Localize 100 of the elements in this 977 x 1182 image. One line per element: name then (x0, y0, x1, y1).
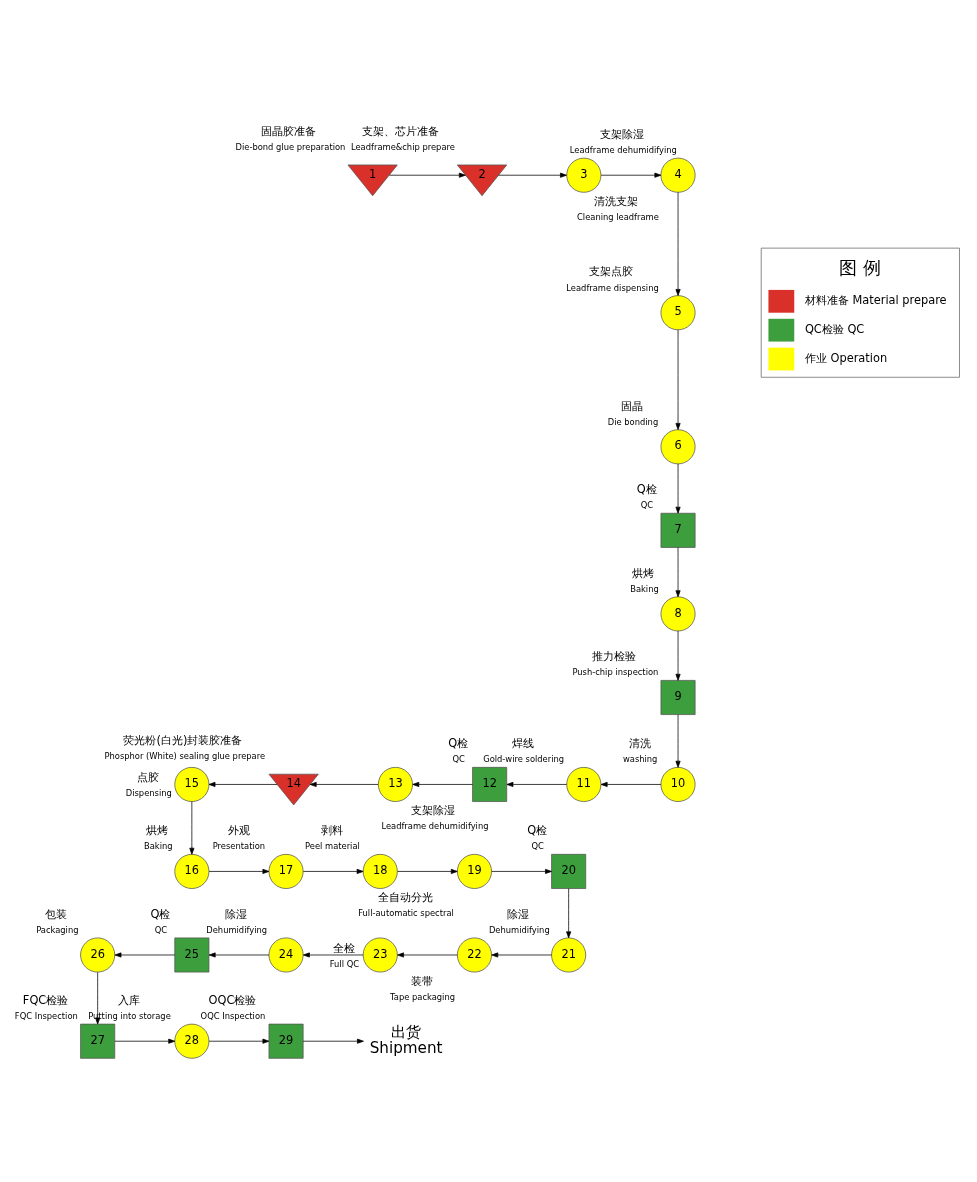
arrow (397, 952, 458, 957)
node-label: QC (531, 840, 544, 851)
legend-label: 作业 Operation (804, 350, 888, 365)
node-label: Q检 (150, 906, 171, 921)
node-box: 27 (80, 1023, 116, 1059)
node-label: Full-automatic spectral (358, 907, 454, 918)
node-label: 清洗 (628, 735, 651, 750)
arrow (412, 781, 473, 787)
node-label: 剥料 (321, 822, 343, 837)
node-label: Peel material (305, 840, 360, 851)
node-label: 固晶 (621, 398, 644, 413)
arrow (388, 172, 466, 178)
node-label: Dehumidifying (206, 924, 268, 935)
node-label: 全检 (333, 940, 356, 955)
arrow (302, 868, 364, 874)
node-label: Die-bond glue preparation (235, 141, 346, 152)
node-circle: 11 (566, 766, 602, 802)
arrow (498, 172, 567, 178)
arrow (491, 868, 552, 874)
node-label: Leadframe&chip prepare (351, 141, 455, 152)
node-label: Cleaning leadframe (577, 211, 659, 222)
node-label: Q检 (527, 822, 548, 837)
node-label: 点胶 (137, 769, 160, 784)
node-label: QC (154, 924, 168, 935)
node-circle: 15 (174, 766, 210, 802)
node-label: 全自动分光 (377, 889, 433, 904)
arrow (189, 800, 195, 855)
node-box: 25 (174, 937, 210, 972)
node-label: Q检 (448, 735, 469, 750)
node-circle: 16 (174, 853, 210, 889)
node-circle: 17 (268, 853, 304, 889)
arrow (491, 952, 552, 957)
node-circle: 21 (551, 937, 587, 972)
arrow (675, 630, 681, 681)
arrow (208, 952, 270, 957)
legend-label: 材料准备 Material prepare (804, 292, 947, 307)
node-circle: 3 (566, 157, 602, 193)
node-circle: 6 (660, 428, 696, 464)
arrow (302, 952, 364, 957)
node-label: QC (452, 753, 465, 764)
arrow (208, 868, 270, 874)
node-circle: 26 (80, 937, 116, 972)
node-label: OQC检验 (208, 992, 257, 1007)
arrow (397, 868, 458, 874)
node-label: 支架除湿 (411, 802, 456, 817)
node-label: Leadframe dehumidifying (381, 820, 489, 831)
node-label: QC (640, 499, 654, 510)
label: 图 例 (839, 256, 882, 278)
node-label: 外观 (227, 822, 250, 837)
node-label: 烘烤 (146, 822, 169, 837)
arrow (95, 971, 101, 1024)
node-label: 荧光粉(白光)封装胶准备 (123, 732, 243, 747)
node-label: 支架除湿 (599, 126, 644, 141)
node-label: 推力检验 (592, 648, 637, 663)
node-label: Baking (144, 840, 173, 851)
legend-label: QC检验 QC (804, 321, 865, 336)
node-label: 除湿 (507, 906, 530, 921)
node-label: Q检 (636, 481, 657, 496)
node-box: 29 (268, 1023, 304, 1059)
node-label: 支架点胶 (589, 263, 634, 278)
node-label: Die bonding (607, 416, 659, 427)
arrow (114, 952, 176, 957)
node-circle: 28 (174, 1023, 210, 1059)
node-box: 20 (551, 853, 587, 889)
arrow (309, 781, 379, 787)
node-label: 固晶胶准备 (261, 123, 317, 138)
node-label: Full QC (329, 958, 360, 969)
arrow (208, 781, 278, 787)
node-label: FQC检验 (22, 992, 69, 1007)
node-circle: 13 (377, 766, 413, 802)
node-circle: 18 (362, 853, 398, 889)
node-label: Packaging (36, 924, 79, 935)
node-label: 清洗支架 (594, 193, 639, 208)
arrow (600, 172, 662, 178)
arrow (675, 713, 681, 768)
node-label: 装带 (410, 973, 433, 988)
arrow (675, 329, 681, 430)
arrow (208, 1038, 270, 1044)
arrow (506, 781, 568, 787)
node-label: Presentation (212, 840, 266, 851)
node-label: Leadframe dehumidifying (569, 144, 677, 155)
node-label: Dehumidifying (488, 924, 550, 935)
node-label: FQC Inspection (14, 1010, 78, 1021)
node-label: Dispensing (125, 787, 172, 798)
arrow (675, 546, 681, 597)
arrow (302, 1038, 364, 1044)
node-circle: 24 (268, 937, 304, 972)
node-label: 支架、芯片准备 (362, 123, 440, 138)
node-label: Baking (630, 583, 659, 594)
node-circle: 10 (660, 766, 696, 802)
node-label: 除湿 (224, 906, 247, 921)
node-circle: 23 (362, 937, 398, 972)
node-text: 出货 Shipment (369, 1022, 443, 1057)
node-label: Gold-wire soldering (483, 753, 565, 764)
node-label: 焊线 (511, 735, 534, 750)
node-box: 12 (472, 766, 508, 802)
arrow (675, 191, 681, 296)
node-circle: 5 (660, 294, 696, 330)
arrow (114, 1038, 176, 1044)
node-box: 9 (660, 679, 696, 715)
